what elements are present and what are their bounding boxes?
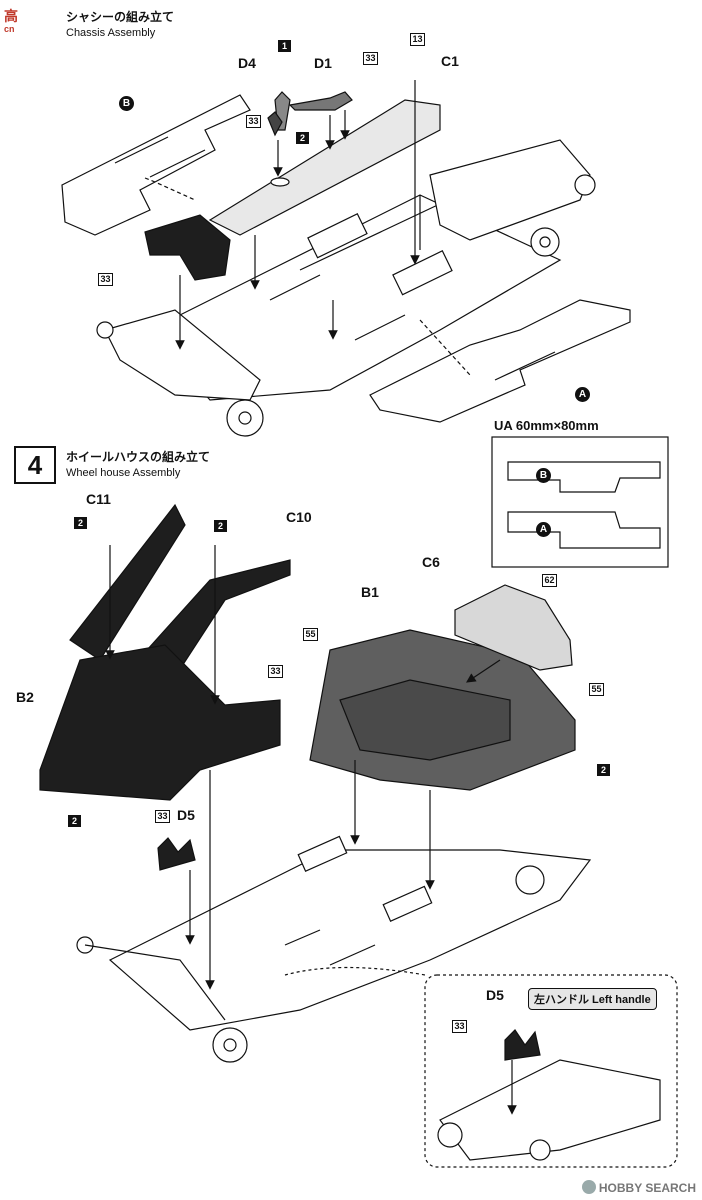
paint-ref-55-a: 55 [303, 628, 318, 641]
step-number-box: 4 [14, 446, 56, 484]
label-c6: C6 [422, 554, 440, 570]
part-c1-spine [208, 99, 441, 236]
paint-ref-62: 62 [542, 574, 557, 587]
ua-label-a: A [536, 522, 551, 537]
paint-ref-33-a: 33 [246, 115, 261, 128]
chassis-title-en: Chassis Assembly [66, 27, 156, 39]
site-logo: 高 cn [4, 8, 18, 34]
paint-ref-2-b: 2 [214, 520, 227, 532]
part-d5 [157, 837, 196, 871]
paint-ref-33-e: 33 [155, 810, 170, 823]
chassis-title-jp: シャシーの組み立て [66, 10, 175, 24]
lower-chassis [108, 849, 592, 1031]
label-b1: B1 [361, 584, 379, 600]
paint-ref-2-a: 2 [74, 517, 87, 529]
label-d4: D4 [238, 55, 256, 71]
part-b2 [39, 644, 281, 801]
paint-ref-1: 1 [278, 40, 291, 52]
label-d5-left-handle: D5 [486, 987, 504, 1003]
left-handle-tag: 左ハンドル Left handle [528, 988, 657, 1010]
ua-label-b: B [536, 468, 551, 483]
paint-ref-33-f: 33 [452, 1020, 467, 1033]
part-b-panel [61, 94, 251, 236]
label-b-circle: B [119, 96, 134, 111]
label-b2: B2 [16, 689, 34, 705]
hobby-search-watermark: HOBBY SEARCH [581, 1180, 696, 1195]
label-c10: C10 [286, 509, 312, 525]
part-c6 [454, 584, 573, 671]
wheelhouse-title-jp: ホイールハウスの組み立て [66, 450, 211, 464]
label-d5: D5 [177, 807, 195, 823]
paint-ref-33-d: 33 [268, 665, 283, 678]
ua-box-title: UA 60mm×80mm [494, 418, 599, 433]
paint-ref-33-c: 33 [98, 273, 113, 286]
hobby-search-icon [581, 1180, 596, 1194]
part-c11 [69, 503, 186, 661]
paint-ref-33-b: 33 [363, 52, 378, 65]
label-c1: C1 [441, 53, 459, 69]
label-c11: C11 [86, 491, 111, 507]
ua-box-frame [491, 436, 669, 568]
label-d1: D1 [314, 55, 332, 71]
paint-ref-55-b: 55 [589, 683, 604, 696]
label-a-circle: A [575, 387, 590, 402]
part-a-panel [369, 299, 631, 423]
part-d1 [288, 91, 353, 111]
paint-ref-2-c: 2 [68, 815, 81, 827]
bracket-33 [144, 214, 231, 281]
paint-ref-13: 13 [410, 33, 425, 46]
paint-ref-2: 2 [296, 132, 309, 144]
paint-ref-2-d: 2 [597, 764, 610, 776]
wheelhouse-title-en: Wheel house Assembly [66, 467, 181, 479]
